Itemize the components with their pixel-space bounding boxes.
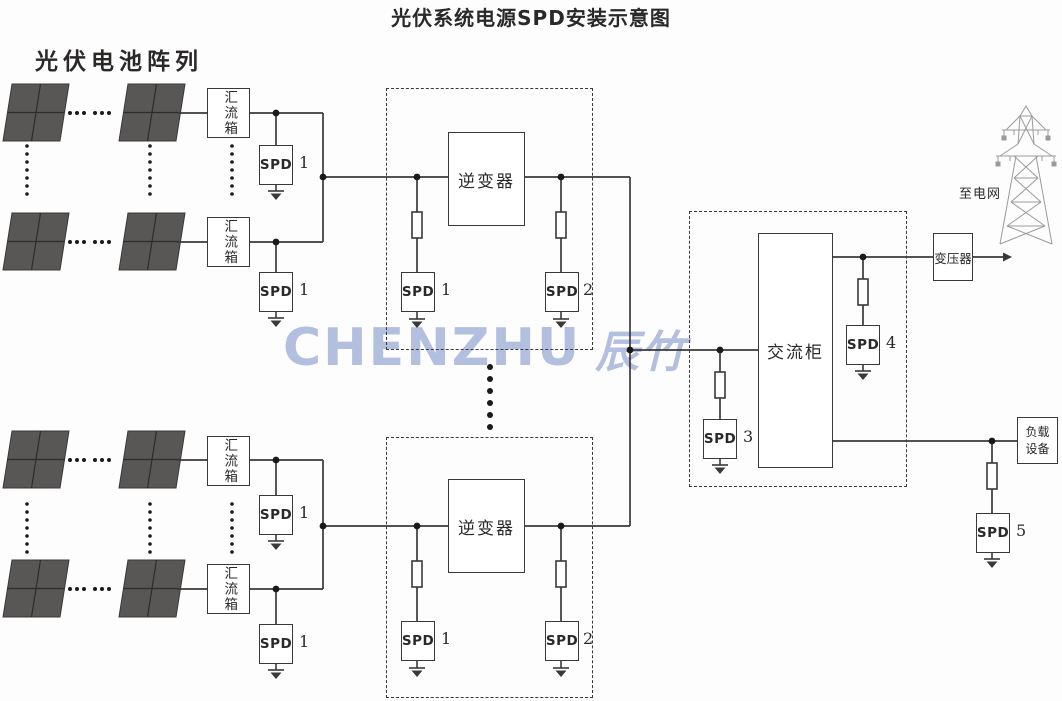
spd-box-combiner-b: SPD xyxy=(259,272,293,312)
solar-panel xyxy=(2,212,70,271)
dashed-zone-inverter-2 xyxy=(386,437,593,698)
combiner-box-a: 汇流箱 xyxy=(207,88,250,138)
transformer-box: 变压器 xyxy=(933,233,973,281)
solar-panel xyxy=(118,212,186,271)
to-grid-label: 至电网 xyxy=(959,187,1002,202)
solar-panel xyxy=(2,430,70,489)
spd-number: 3 xyxy=(743,427,754,446)
spd-box-ac-input: SPD xyxy=(703,419,737,459)
ground-icon xyxy=(711,457,729,475)
ground-icons xyxy=(267,183,1001,680)
spd-number: 1 xyxy=(441,280,452,299)
fuse-icon xyxy=(411,211,423,239)
spd-box-combiner-a: SPD xyxy=(259,145,293,185)
watermark-cjk-logo: 辰竹 xyxy=(595,327,688,378)
solar-panel xyxy=(2,83,70,142)
ac-cabinet-box: 交流柜 xyxy=(758,233,833,468)
spd-number: 2 xyxy=(583,629,594,648)
spd-box-inverter-2-dc: SPD xyxy=(401,621,435,661)
spd-box-load: SPD xyxy=(976,513,1010,553)
spd-number: 5 xyxy=(1016,521,1027,540)
ground-icon xyxy=(267,310,285,328)
fuse-icon xyxy=(714,371,726,399)
solar-panel-array xyxy=(2,83,186,618)
fuse-icon xyxy=(411,560,423,588)
spd-box-inverter-2-ac: SPD xyxy=(545,621,579,661)
inverter-1-box: 逆变器 xyxy=(448,132,525,226)
spd-number: 4 xyxy=(886,333,897,352)
inverter-2-box: 逆变器 xyxy=(448,479,525,573)
fuse-icon xyxy=(555,211,567,239)
combiner-box-b: 汇流箱 xyxy=(207,217,250,267)
spd-number: 1 xyxy=(299,503,310,522)
diagram-title: 光伏系统电源SPD安装示意图 xyxy=(391,6,671,30)
solar-panel xyxy=(118,83,186,142)
fuse-icon xyxy=(857,278,869,306)
spd-box-inverter-1-ac: SPD xyxy=(545,272,579,312)
ground-icon xyxy=(408,660,426,678)
spd-number: 2 xyxy=(583,280,594,299)
spd-number: 1 xyxy=(299,153,310,172)
load-device-box: 负载设备 xyxy=(1017,417,1058,464)
load-device-label: 负载设备 xyxy=(1025,425,1050,456)
fuse-icon xyxy=(986,462,998,490)
ground-icon xyxy=(267,183,285,201)
dashed-zone-inverter-1 xyxy=(386,88,593,350)
combiner-box-d: 汇流箱 xyxy=(207,564,250,614)
ground-icon xyxy=(854,363,872,381)
spd-number: 1 xyxy=(299,280,310,299)
ground-icon xyxy=(267,533,285,551)
solar-panel xyxy=(118,430,186,489)
ground-icon xyxy=(408,311,426,329)
ground-icon xyxy=(267,662,285,680)
watermark-latin: CHENZHU xyxy=(283,318,582,378)
spd-box-ac-output: SPD xyxy=(846,325,880,365)
spd-box-combiner-d: SPD xyxy=(259,624,293,664)
spd-number: 1 xyxy=(441,629,452,648)
ground-icon xyxy=(552,660,570,678)
fuse-icon xyxy=(555,560,567,588)
dashed-zone-ac-cabinet xyxy=(689,211,907,487)
ground-icon xyxy=(983,551,1001,569)
spd-number: 1 xyxy=(299,632,310,651)
pv-array-label: 光伏电池阵列 xyxy=(35,49,203,75)
wire-segments xyxy=(177,112,1017,624)
transmission-tower-icon xyxy=(995,105,1057,245)
watermark: CHENZHU 辰竹 xyxy=(283,316,687,380)
combiner-box-c: 汇流箱 xyxy=(207,436,250,486)
grid-arrowhead xyxy=(1003,252,1012,262)
spd-box-combiner-c: SPD xyxy=(259,495,293,535)
solar-panel xyxy=(118,559,186,618)
ground-icon xyxy=(552,311,570,329)
solar-panel xyxy=(2,559,70,618)
spd-box-inverter-1-dc: SPD xyxy=(401,272,435,312)
